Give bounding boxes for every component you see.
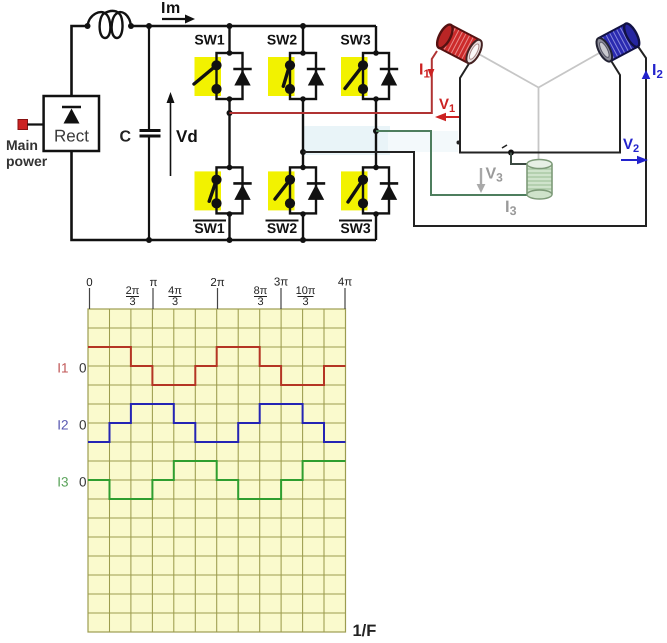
svg-text:C: C — [120, 129, 132, 146]
svg-text:3π: 3π — [274, 277, 288, 289]
svg-text:3: 3 — [172, 296, 178, 308]
svg-text:π: π — [150, 277, 158, 289]
svg-text:SW1: SW1 — [194, 32, 225, 48]
svg-text:2π: 2π — [126, 285, 140, 297]
svg-text:4π: 4π — [338, 277, 352, 289]
svg-text:Main: Main — [6, 137, 38, 153]
svg-text:3: 3 — [257, 296, 263, 308]
svg-text:I2: I2 — [652, 62, 663, 81]
svg-text:0: 0 — [79, 418, 87, 433]
svg-text:I3: I3 — [505, 198, 517, 218]
svg-text:I1: I1 — [57, 361, 68, 376]
svg-text:SW1: SW1 — [194, 220, 225, 236]
svg-text:4π: 4π — [168, 285, 182, 297]
svg-text:SW3: SW3 — [340, 220, 371, 236]
svg-text:3: 3 — [302, 296, 308, 308]
svg-text:Rect: Rect — [54, 127, 89, 146]
svg-text:V3: V3 — [486, 166, 504, 185]
svg-text:I2: I2 — [57, 418, 68, 433]
svg-text:0: 0 — [86, 277, 92, 289]
svg-text:8π: 8π — [254, 285, 268, 297]
svg-text:Vd: Vd — [176, 127, 198, 146]
svg-text:10π: 10π — [296, 285, 316, 297]
svg-text:SW3: SW3 — [340, 32, 371, 48]
svg-text:2π: 2π — [210, 277, 224, 289]
svg-text:SW2: SW2 — [267, 32, 298, 48]
svg-text:3: 3 — [129, 296, 135, 308]
svg-text:1/F: 1/F — [353, 622, 377, 640]
svg-text:power: power — [6, 153, 48, 169]
svg-text:SW2: SW2 — [267, 220, 298, 236]
svg-text:0: 0 — [79, 361, 87, 376]
svg-text:I3: I3 — [57, 475, 68, 490]
svg-text:0: 0 — [79, 475, 87, 490]
svg-text:I1: I1 — [419, 62, 430, 81]
svg-text:Im: Im — [161, 0, 181, 17]
